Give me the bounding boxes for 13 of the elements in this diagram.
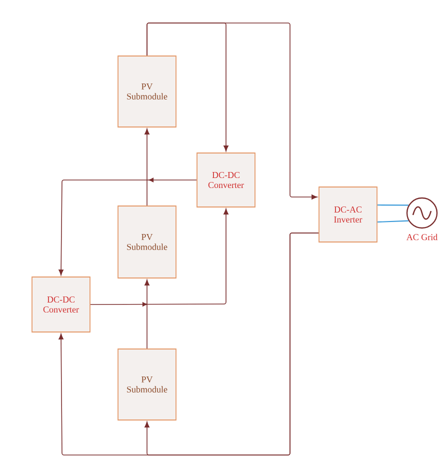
arrow	[90, 208, 228, 306]
block-box: DC-DC Converter	[32, 276, 90, 332]
arrow	[144, 128, 150, 206]
block-box: DC-DC Converter	[196, 152, 256, 208]
block-box: PV Submodule	[118, 56, 176, 128]
arrow	[144, 232, 319, 456]
block-box: PV Submodule	[118, 206, 176, 278]
arrow	[58, 178, 197, 276]
arrow	[146, 22, 228, 152]
block-box: DC-AC Inverter	[318, 186, 378, 242]
block-box: PV Submodule	[118, 348, 176, 420]
grid-label: AC Grid	[406, 234, 438, 240]
arrow	[144, 280, 150, 349]
